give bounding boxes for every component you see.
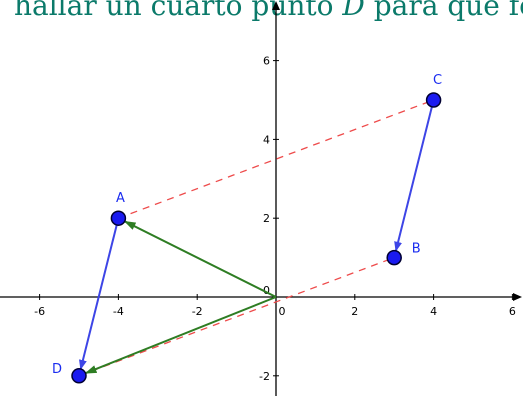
heading-after: para que for <box>373 0 523 22</box>
point-B <box>386 249 402 266</box>
point-label-D: D <box>52 362 62 377</box>
point-label-A: A <box>116 191 125 206</box>
heading-before: hallar un cuarto punto <box>14 0 343 22</box>
point-A <box>110 210 127 226</box>
dashed-segment-a-to-c <box>118 99 434 219</box>
vector-o-to-d <box>84 296 277 375</box>
x-tick-label: -4 <box>113 305 124 318</box>
y-tick-label: 2 <box>263 212 270 225</box>
vector-a-to-d <box>78 217 120 370</box>
y-tick-label: -2 <box>259 370 270 383</box>
y-axis-arrow <box>272 1 280 10</box>
point-label-B: B <box>412 242 421 257</box>
origin-label: 0 <box>263 284 270 297</box>
heading-variable: D <box>342 0 365 22</box>
point-D <box>71 368 87 384</box>
heading-text: hallar un cuarto punto D para que for <box>14 0 523 22</box>
x-tick-label: 6 <box>509 305 516 318</box>
x-tick-label: -6 <box>34 305 45 318</box>
x-tick-label: 4 <box>430 305 437 318</box>
vector-c-to-b <box>394 99 435 252</box>
y-tick-label: 6 <box>263 55 270 68</box>
point-C <box>425 92 442 108</box>
vector-o-to-a <box>123 220 277 298</box>
dashed-lines <box>78 99 434 377</box>
points: A B C D <box>52 73 442 384</box>
x-tick-label: 0 <box>279 305 286 318</box>
vectors <box>78 99 435 375</box>
x-tick-label: 2 <box>351 305 358 318</box>
dashed-segment-d-to-b <box>78 256 395 377</box>
x-axis-arrow <box>513 293 522 301</box>
x-tick-label: -2 <box>192 305 203 318</box>
point-label-C: C <box>433 73 442 88</box>
y-tick-label: 4 <box>263 133 270 146</box>
